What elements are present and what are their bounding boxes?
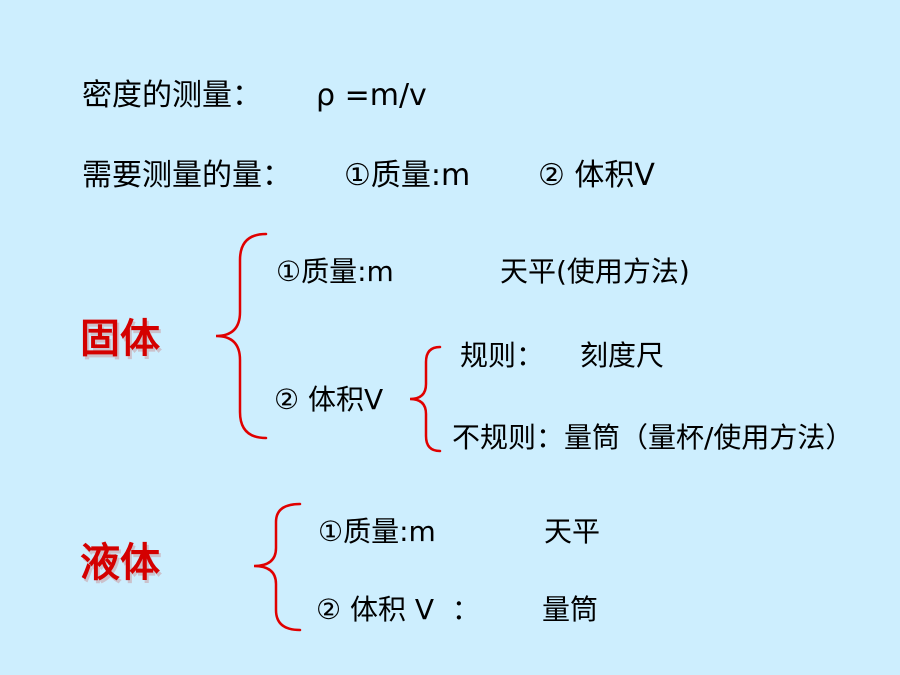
- measure-mass: ①质量:m: [344, 158, 471, 193]
- liquid-title: 液体: [80, 540, 160, 586]
- liquid-volume-tool: 量筒: [542, 593, 599, 626]
- liquid-mass-tool: 天平: [544, 515, 601, 548]
- solid-title: 固体: [80, 316, 160, 362]
- regular-label: 规则：: [460, 339, 545, 372]
- liquid-mass-label: ①质量:m: [318, 515, 436, 548]
- solid-mass-tool: 天平(使用方法): [500, 255, 690, 288]
- solid-mass-label: ①质量:m: [276, 255, 394, 288]
- volume-brace: [409, 345, 442, 453]
- liquid-volume-label: ② 体积 V ：: [316, 593, 480, 626]
- solid-brace: [215, 232, 268, 440]
- liquid-brace: [253, 502, 302, 632]
- measure-label: 需要测量的量：: [82, 158, 292, 193]
- density-formula: ρ =m/v: [316, 78, 427, 113]
- density-label: 密度的测量：: [82, 78, 262, 113]
- solid-volume-label: ② 体积V: [274, 383, 384, 416]
- regular-tool: 刻度尺: [580, 339, 665, 372]
- measure-volume: ② 体积V: [538, 158, 655, 193]
- irregular-text: 不规则：量筒（量杯/使用方法）: [452, 421, 854, 454]
